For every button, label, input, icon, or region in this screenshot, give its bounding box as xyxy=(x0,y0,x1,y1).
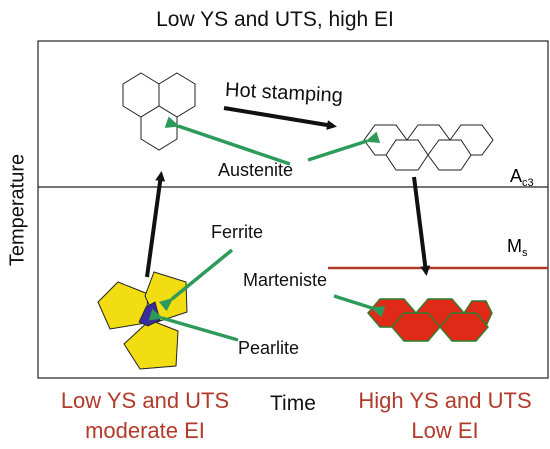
arrow-quenching xyxy=(412,176,431,276)
marteniste-label: Marteniste xyxy=(243,270,328,290)
martensite-grains xyxy=(367,298,493,342)
pointer-marteniste xyxy=(333,294,386,318)
plot-frame xyxy=(37,40,549,379)
ac3-main: A xyxy=(510,166,523,186)
austenite-label: Austenite xyxy=(218,160,294,180)
ferrite-grain xyxy=(97,281,149,330)
pointer-ferrite xyxy=(158,248,234,312)
ms-label: Ms xyxy=(507,236,528,259)
caption-right-line1: High YS and UTS xyxy=(358,388,532,413)
austenite-grains-top-left xyxy=(122,72,196,151)
caption-left-line2: moderate EI xyxy=(85,418,205,443)
x-axis-label: Time xyxy=(270,392,316,415)
ferrite-grain xyxy=(123,319,179,370)
caption-left-line1: Low YS and UTS xyxy=(60,388,230,413)
diagram-title: Low YS and UTS, high EI xyxy=(156,8,394,31)
ms-subscript: s xyxy=(522,247,528,259)
caption-final-properties: High YS and UTS Low EI xyxy=(340,386,550,446)
ac3-subscript: c3 xyxy=(522,177,534,189)
ms-main: M xyxy=(507,236,522,256)
pearlite-label: Pearlite xyxy=(238,338,300,358)
pointer-austenite-right xyxy=(307,131,381,162)
ac3-label: Ac3 xyxy=(510,166,534,189)
caption-initial-properties: Low YS and UTS moderate EI xyxy=(40,386,250,446)
arrow-heating xyxy=(145,171,166,278)
arrow-hot-stamping xyxy=(223,106,337,130)
austenite-grains-right xyxy=(363,124,494,171)
ferrite-label: Ferrite xyxy=(211,222,264,242)
caption-right-line2: Low EI xyxy=(411,418,479,443)
pointer-austenite-left xyxy=(164,116,291,166)
y-axis-label: Temperature xyxy=(6,153,29,267)
pointer-pearlite xyxy=(148,308,239,342)
